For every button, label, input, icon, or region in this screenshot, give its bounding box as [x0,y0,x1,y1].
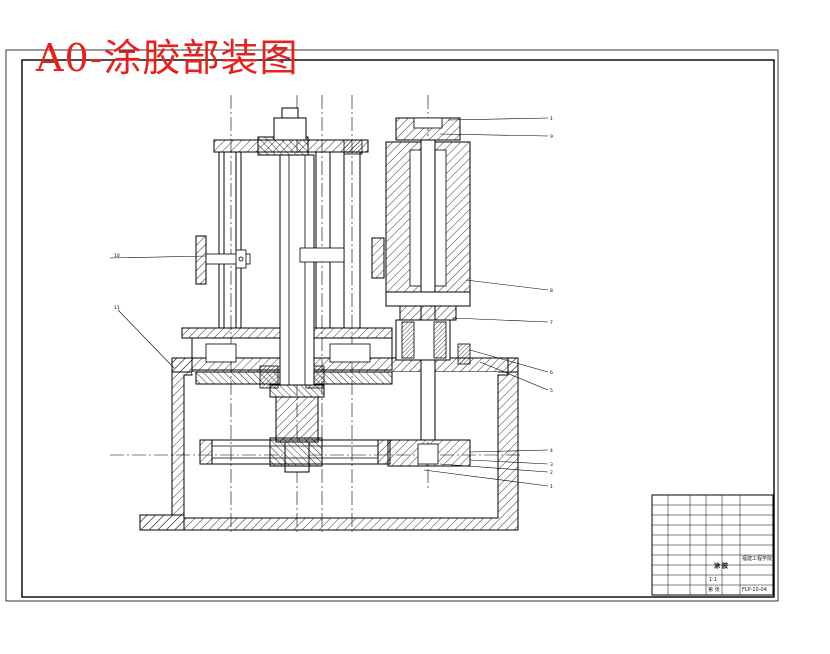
callout-labels: 10 11 1 9 8 7 6 5 4 3 2 1 [114,116,553,490]
glue-roller [385,117,471,467]
page-title: A0-涂胶部装图 [36,36,299,80]
tb-part-name: 涂 胶 [714,562,728,570]
callout-label: 11 [114,305,120,311]
outer-frame [5,49,779,602]
main-shaft [269,154,345,473]
callout-label: 1 [550,116,553,122]
handwheel [195,235,251,285]
callout-label: 9 [550,134,553,140]
callout-label: 2 [550,470,553,476]
callout-label: 7 [550,320,553,326]
side-knob [371,237,385,279]
tb-scale: 1:1 [709,577,717,583]
callout-label: 4 [550,448,553,454]
title-block: 涂 胶 福建工程学院 FLP-10-04 1:1 第 张 [651,494,774,596]
callout-label: 8 [550,288,553,294]
guide-columns [218,151,361,329]
callout-label: 1 [550,484,553,490]
tb-company: 福建工程学院 [742,555,772,562]
callout-label: 3 [550,462,553,468]
callout-label: 10 [114,253,120,259]
tb-sheet: 第 张 [708,586,720,593]
tb-drawing-no: FLP-10-04 [742,587,767,593]
lower-pulley [199,437,391,467]
callout-label: 6 [550,370,553,376]
top-crossbar [213,107,369,156]
inner-frame [21,59,775,598]
callout-label: 5 [550,388,553,394]
callout-leaders [109,117,549,487]
